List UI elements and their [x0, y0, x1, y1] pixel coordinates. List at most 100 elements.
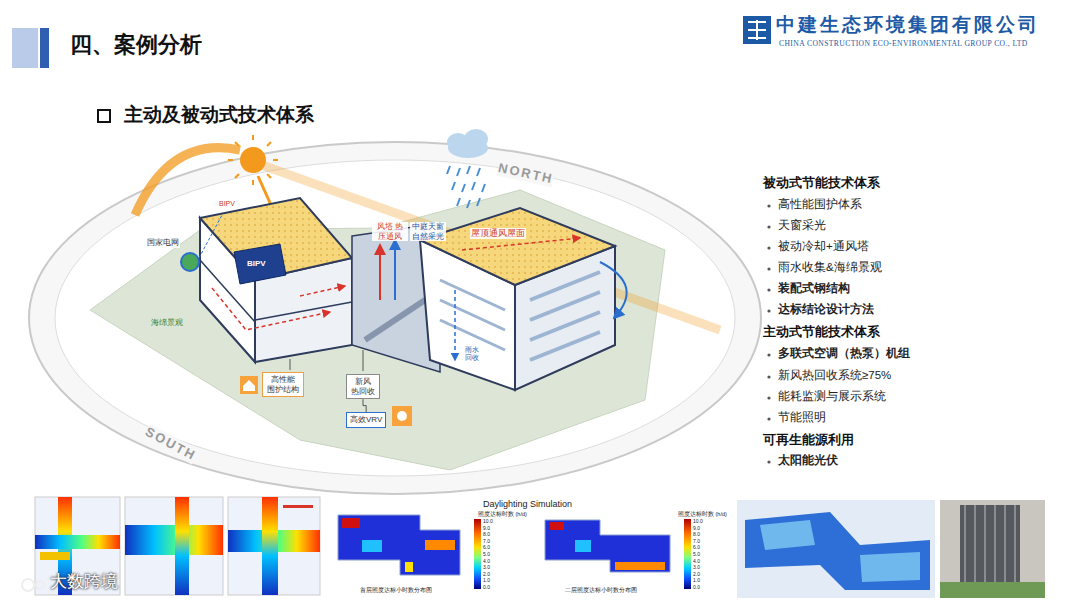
- illustration-circle: [181, 253, 199, 271]
- colorbar-tick: 4.0: [483, 558, 490, 564]
- illustration-rect: [425, 540, 455, 550]
- illustration-rect: [40, 552, 70, 560]
- colorbar-tick: 4.0: [693, 558, 700, 564]
- illustration-path: [965, 505, 1015, 585]
- colorbar-tick: 10.0: [693, 518, 703, 524]
- illustration-polygon: [760, 520, 815, 550]
- illustration-rect: [940, 500, 1045, 598]
- illustration-ellipse: [29, 142, 761, 494]
- illustration-polygon: [420, 208, 615, 285]
- illustration-circle: [767, 353, 770, 356]
- list-item: 多联式空调（热泵）机组: [778, 347, 910, 361]
- illustration-rect: [474, 519, 481, 589]
- illustration-circle: [767, 246, 770, 249]
- colorbar-tick: 5.0: [693, 551, 700, 557]
- list-item: 被动冷却+通风塔: [778, 240, 869, 254]
- illustration-path: [243, 380, 255, 391]
- illustration-path: [300, 286, 345, 296]
- illustration-path: [600, 262, 627, 318]
- illustration-rect: [743, 16, 771, 44]
- illustration-rect: [175, 497, 189, 595]
- colorbar-tick: 0.0: [693, 584, 700, 590]
- illustration-circle: [36, 581, 44, 589]
- panel-caption: 二层照度达标小时数分布图: [565, 587, 637, 594]
- list-item: 天窗采光: [778, 219, 826, 233]
- illustration-ellipse: [55, 160, 735, 476]
- list-item: 装配式钢结构: [778, 282, 850, 296]
- colorbar-tick: 2.0: [693, 571, 700, 577]
- illustration-circle: [397, 411, 407, 421]
- illustration-rect: [342, 518, 360, 528]
- box-text: 高效VRV: [350, 415, 382, 425]
- illustration-polygon: [860, 552, 920, 582]
- grid-label: 国家电网: [146, 238, 180, 248]
- illustration-rect: [125, 525, 223, 555]
- illustration-path: [90, 190, 665, 470]
- feature-label: 海绵景观: [150, 318, 184, 328]
- illustration-path: [447, 166, 485, 208]
- illustration-polygon: [745, 512, 930, 590]
- feature-label: 雨水 回收: [462, 346, 482, 363]
- illustration-circle: [767, 225, 770, 228]
- illustration-ellipse: [464, 129, 488, 149]
- illustration-path: [379, 245, 381, 300]
- illustration-rect: [125, 497, 223, 595]
- illustration-rect: [960, 505, 1020, 585]
- list-heading: 主动式节能技术体系: [763, 325, 880, 340]
- colorbar-tick: 2.0: [483, 571, 490, 577]
- panel-caption: 首层照度达标小时数分布图: [360, 587, 432, 594]
- colorbar-title: 照度达标时数 (h/d): [678, 511, 727, 518]
- illustration-rect: [35, 497, 120, 595]
- colorbar-tick: 8.0: [693, 531, 700, 537]
- illustration-path: [454, 290, 456, 360]
- illustration-line: [290, 359, 291, 370]
- illustration-circle: [767, 309, 770, 312]
- illustration-circle: [767, 375, 770, 378]
- illustration-rect: [940, 582, 1045, 598]
- illustration-polygon: [234, 244, 286, 284]
- illustration-rect: [98, 110, 110, 122]
- illustration-rect: [392, 406, 412, 426]
- colorbar-tick: 1.0: [693, 577, 700, 583]
- illustration-polygon: [545, 520, 670, 572]
- illustration-circle: [767, 460, 770, 463]
- colorbar-tick: 10.0: [483, 518, 493, 524]
- list-heading: 可再生能源利用: [763, 433, 854, 448]
- illustration-circle: [767, 417, 770, 420]
- illustration-path: [365, 300, 425, 340]
- list-item: 高性能围护体系: [778, 198, 862, 212]
- compass-label: SOUTH: [143, 424, 199, 464]
- illustration-rect: [550, 522, 564, 530]
- feature-box: 高性能 围护结构: [262, 372, 304, 397]
- panel-title: Daylighting Simulation: [483, 499, 572, 510]
- list-item: 新风热回收系统≥75%: [778, 369, 891, 383]
- colorbar-tick: 0.0: [483, 584, 490, 590]
- colorbar-tick: 5.0: [483, 551, 490, 557]
- colorbar-tick: 6.0: [483, 544, 490, 550]
- company-name-en: CHINA CONSTRUCTION ECO-ENVIRONMENTAL GRO…: [779, 39, 1028, 48]
- illustration-path: [212, 288, 330, 330]
- illustration-circle: [767, 288, 770, 291]
- illustration-rect: [283, 505, 313, 508]
- colorbar-tick: 3.0: [483, 564, 490, 570]
- watermark: 大数跨境: [50, 572, 118, 592]
- company-name: 中建生态环境集团有限公司: [776, 14, 1040, 37]
- illustration-path: [394, 240, 396, 300]
- illustration-rect: [575, 540, 591, 552]
- illustration-path: [228, 135, 278, 185]
- illustration-path: [440, 280, 505, 350]
- illustration-rect: [40, 28, 49, 68]
- illustration-circle: [767, 204, 770, 207]
- feature-box: 高效VRV: [346, 412, 386, 428]
- box-text: 新风 热回收: [350, 377, 376, 396]
- illustration-rect: [228, 497, 320, 595]
- colorbar-tick: 8.0: [483, 531, 490, 537]
- illustration-rect: [615, 562, 665, 570]
- compass-label: NORTH: [497, 160, 555, 187]
- connector: [363, 399, 366, 412]
- pv-label: BIPV: [247, 259, 266, 269]
- list-item: 达标结论设计方法: [778, 303, 874, 317]
- box-text: 高性能 围护结构: [266, 375, 300, 394]
